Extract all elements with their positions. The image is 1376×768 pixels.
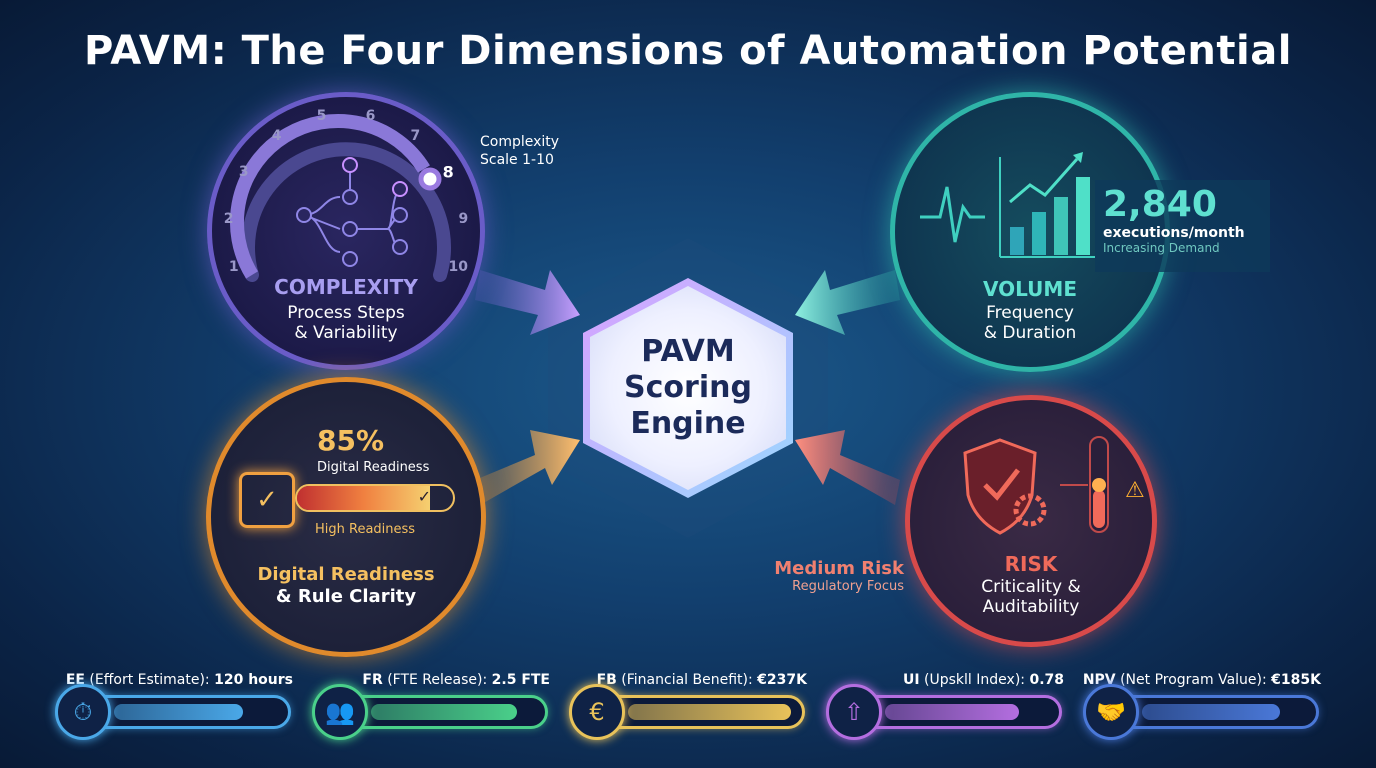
- complexity-callout: Complexity Scale 1-10: [480, 133, 559, 169]
- shield-gear-icon: [963, 436, 1109, 535]
- gauge-number: 4: [271, 127, 282, 144]
- complexity-circle: 1 2 3 4 5 6 7 8 9 10 COMPLEXITY Process Steps & V…: [207, 92, 485, 370]
- arrow-risk: [795, 430, 900, 505]
- engine-line: Scoring: [624, 370, 752, 405]
- volume-stat: 2,840 executions/month Increasing Demand: [1095, 180, 1270, 272]
- risk-focus-text: Regulatory Focus: [792, 579, 904, 594]
- metric-label: FB (Financial Benefit): €237K: [597, 672, 807, 688]
- readiness-bar: ✓: [295, 484, 455, 512]
- metric-value: 2.5 FTE: [491, 672, 550, 688]
- risk-level: Medium Risk Regulatory Focus: [774, 558, 904, 594]
- arrow-complexity: [475, 270, 580, 335]
- readiness-percent: 85%: [317, 424, 385, 457]
- readiness-bar-fill: [297, 486, 430, 510]
- gauge-number: 5: [316, 107, 327, 124]
- metric-value: 0.78: [1029, 672, 1064, 688]
- metric-value: €185K: [1271, 672, 1321, 688]
- metric-ee: EE (Effort Estimate): 120 hours ⏱: [55, 672, 293, 742]
- arrow-volume: [795, 270, 900, 335]
- risk-sub: Criticality &: [981, 577, 1081, 597]
- handshake-chart-icon: 🤝: [1083, 684, 1139, 740]
- gauge-number: 8: [442, 162, 454, 182]
- volume-title: VOLUME: [983, 277, 1077, 301]
- metric-bar: [1109, 695, 1319, 729]
- metric-name: (FTE Release):: [387, 672, 488, 688]
- check-icon: ✓: [417, 487, 431, 506]
- metric-label: NPV (Net Program Value): €185K: [1083, 672, 1321, 688]
- warning-icon: ⚠: [1125, 478, 1145, 503]
- metric-abbr: FR: [362, 672, 383, 688]
- callout-line: Complexity: [480, 134, 560, 150]
- metric-bar: [338, 695, 548, 729]
- digital-readiness-circle: 85% Digital Readiness ✓ ✓ High Readiness…: [206, 377, 486, 657]
- complexity-sub: & Variability: [294, 323, 398, 343]
- metric-bar-fill: [885, 704, 1019, 720]
- metric-name: (Effort Estimate):: [89, 672, 210, 688]
- coins-euro-icon: €: [569, 684, 625, 740]
- gauge-number: 7: [410, 127, 421, 144]
- clock-wrench-icon: ⏱: [55, 684, 111, 740]
- complexity-gauge: [230, 114, 451, 282]
- brain-up-icon: ⇧: [826, 684, 882, 740]
- metric-label: FR (FTE Release): 2.5 FTE: [362, 672, 550, 688]
- gauge-marker: [418, 167, 442, 191]
- gauge-number: 1: [228, 259, 239, 276]
- metric-fb: FB (Financial Benefit): €237K €: [569, 672, 807, 742]
- metric-bar-fill: [114, 704, 243, 720]
- metric-value: 120 hours: [214, 672, 293, 688]
- chip-check-icon: ✓: [239, 472, 295, 528]
- gauge-number: 3: [238, 164, 249, 180]
- metric-bar-fill: [628, 704, 791, 720]
- metric-fr: FR (FTE Release): 2.5 FTE 👥: [312, 672, 550, 742]
- metric-ui: UI (Upskll Index): 0.78 ⇧: [826, 672, 1064, 742]
- risk-title: RISK: [1004, 552, 1058, 576]
- gauge-number: 9: [458, 210, 469, 227]
- volume-sub: & Duration: [983, 323, 1077, 343]
- risk-circle: ⚠ RISK Criticality & Auditability: [905, 395, 1157, 647]
- digital-title: & Rule Clarity: [275, 586, 417, 607]
- metric-label: EE (Effort Estimate): 120 hours: [66, 672, 293, 688]
- people-icon: 👥: [312, 684, 368, 740]
- volume-chart-icon: [920, 152, 1095, 258]
- gauge-number: 6: [365, 107, 376, 124]
- metric-abbr: UI: [903, 672, 920, 688]
- metric-name: (Upskll Index):: [924, 672, 1025, 688]
- metric-name: (Net Program Value):: [1120, 672, 1267, 688]
- metric-bar: [852, 695, 1062, 729]
- gauge-number: 2: [223, 210, 234, 227]
- metric-name: (Financial Benefit):: [621, 672, 753, 688]
- metric-bar: [81, 695, 291, 729]
- volume-sub: Frequency: [986, 303, 1074, 323]
- gauge-number: 10: [448, 259, 468, 276]
- metric-bar-fill: [1142, 704, 1280, 720]
- metric-npv: NPV (Net Program Value): €185K 🤝: [1083, 672, 1321, 742]
- digital-title: Digital Readiness: [257, 564, 435, 585]
- engine-line: PAVM: [641, 334, 735, 369]
- metric-value: €237K: [757, 672, 807, 688]
- volume-stat-note: Increasing Demand: [1103, 241, 1220, 255]
- volume-stat-value: 2,840: [1103, 184, 1217, 225]
- page-title: PAVM: The Four Dimensions of Automation …: [84, 28, 1292, 74]
- readiness-note: High Readiness: [315, 522, 416, 537]
- risk-level-text: Medium Risk: [774, 558, 904, 579]
- arrow-digital: [475, 430, 580, 505]
- complexity-sub: Process Steps: [287, 303, 405, 323]
- metric-label: UI (Upskll Index): 0.78: [903, 672, 1064, 688]
- callout-line: Scale 1-10: [480, 152, 554, 168]
- metric-bar: [595, 695, 805, 729]
- risk-sub: Auditability: [982, 597, 1080, 617]
- readiness-label: Digital Readiness: [317, 460, 430, 475]
- complexity-title: COMPLEXITY: [274, 275, 418, 299]
- process-flow-icon: [296, 157, 408, 267]
- volume-stat-unit: executions/month: [1103, 225, 1245, 241]
- engine-line: Engine: [630, 406, 746, 441]
- metric-bar-fill: [371, 704, 517, 720]
